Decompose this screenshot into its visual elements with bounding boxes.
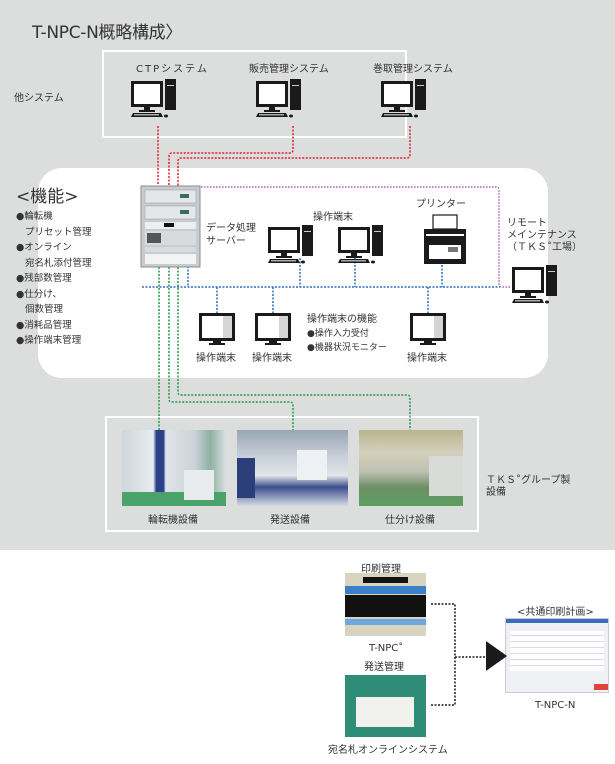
small-terminal-label: 操作端末 (252, 353, 292, 364)
connector-bottom-flow (431, 603, 486, 706)
small-terminal-monitor-icon (255, 313, 291, 345)
operation-terminal-computer-icon (268, 225, 313, 264)
tnpcn-screenshot (505, 618, 609, 693)
other-systems-label: 他システム (14, 93, 64, 104)
address-system-label: 宛名札オンラインシステム (328, 745, 448, 756)
remote-maintenance-computer-icon (512, 265, 557, 304)
equipment-photo-shipping (237, 430, 348, 506)
connector-red (157, 126, 411, 186)
function-item: 宛名札添付管理 (25, 257, 92, 269)
terminal-functions-title: 操作端末の機能 (307, 314, 377, 325)
tnpc-screenshot (345, 573, 426, 636)
terminal-function-item: ●操作入力受付 (307, 329, 369, 339)
equipment-photo-sorting (359, 430, 463, 506)
function-item: プリセット管理 (25, 226, 92, 238)
function-item: 個数管理 (25, 304, 64, 315)
equipment-group-label-line1: ＴＫＳ˚グループ製 (486, 475, 571, 486)
remote-label-line2: メインテナンス (507, 230, 577, 241)
remote-label: リモート メインテナンス （ＴＫＳ˚工場） (507, 218, 582, 254)
small-terminal-monitor-icon (410, 313, 446, 345)
common-plan-label: <共通印刷計画> (517, 607, 594, 618)
terminal-function-item: ●機器状況モニター (307, 343, 387, 353)
connector-blue (142, 258, 500, 313)
equipment-label-sorting: 仕分け設備 (385, 515, 435, 526)
system-label-sales: 販売管理システム (249, 64, 329, 75)
reel-computer-icon (381, 79, 426, 118)
operation-terminals-label: 操作端末 (313, 212, 353, 223)
server-label-line2: サーバー (206, 236, 246, 247)
function-item: ●消耗品管理 (16, 319, 72, 331)
equipment-label-shipping: 発送設備 (270, 515, 310, 526)
function-item: ●仕分け、 (16, 288, 62, 300)
equipment-group-label-line2: 設備 (486, 487, 506, 498)
equipment-label-press: 輪転機設備 (148, 515, 198, 526)
tnpcn-label: T-NPC-N (535, 700, 576, 711)
address-system-screenshot (345, 675, 426, 737)
small-terminal-label: 操作端末 (407, 353, 447, 364)
terminal-functions: 操作端末の機能 ●操作入力受付 ●機器状況モニター (307, 313, 387, 355)
equipment-frame (105, 416, 479, 532)
remote-label-line1: リモート (507, 218, 547, 229)
connector-green (158, 267, 411, 430)
system-panel (38, 168, 548, 378)
shipping-management-label: 発送管理 (364, 662, 404, 673)
equipment-group-label: ＴＫＳ˚グループ製 設備 (486, 475, 570, 499)
tnpc-label: T-NPC˚ (369, 643, 404, 654)
system-label-ctp: CTPシステム (136, 64, 209, 75)
small-terminal-label: 操作端末 (196, 353, 236, 364)
remote-label-line3: （ＴＫＳ˚工場） (507, 242, 582, 253)
server-rack-icon (140, 185, 201, 268)
sales-computer-icon (256, 79, 301, 118)
ctp-computer-icon (131, 79, 176, 118)
server-label-line1: データ処理 (206, 223, 256, 234)
small-terminal-monitor-icon (199, 313, 235, 345)
function-list-title: <機能> (16, 187, 79, 207)
connector-purple (198, 186, 510, 288)
operation-terminal-computer-icon (338, 225, 383, 264)
page-title: T-NPC-N概略構成〉 (32, 23, 183, 43)
function-item: ●操作端末管理 (16, 335, 82, 346)
function-item: ●残部数管理 (16, 273, 72, 284)
arrow-right-icon (486, 641, 507, 671)
function-item: ●輪転機 (16, 211, 53, 222)
system-label-reel: 巻取管理システム (373, 64, 453, 75)
printer-icon (424, 214, 466, 264)
printer-label: プリンター (416, 199, 466, 210)
function-list: <機能> ●輪転機プリセット管理 ●オンライン宛名札添付管理 ●残部数管理 ●仕分け、… (16, 182, 92, 349)
server-label: データ処理 サーバー (206, 222, 256, 248)
equipment-photo-press (122, 430, 226, 506)
print-management-label: 印刷管理 (361, 564, 401, 575)
function-item: ●オンライン (16, 242, 72, 253)
